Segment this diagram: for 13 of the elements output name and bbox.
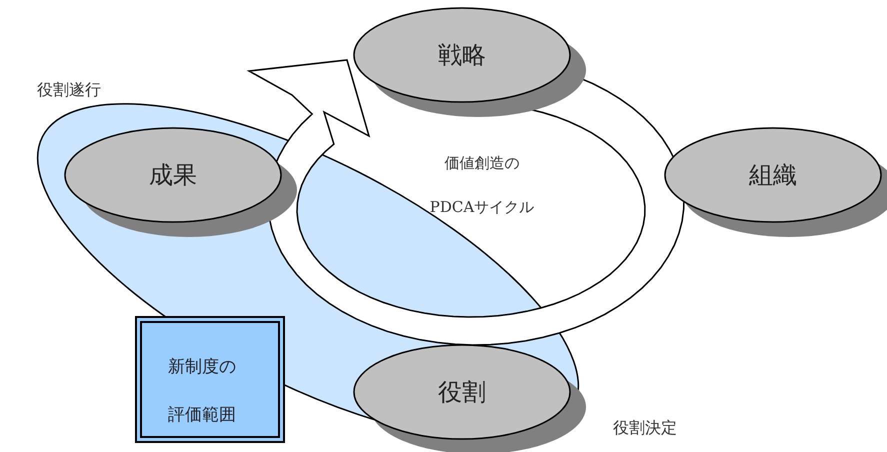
node-label: 役割: [437, 377, 487, 408]
node-label: 価値創造のPDCAサイクル: [428, 153, 536, 218]
node-label: 成果: [148, 160, 198, 191]
label-box: [135, 316, 285, 443]
region-label: 役割決定: [613, 418, 677, 439]
oval-node: [64, 127, 298, 238]
node-label: 新制度の評価範囲: [168, 356, 237, 427]
region-label: 役割遂行: [37, 80, 101, 101]
node-label: 戦略: [437, 40, 487, 71]
node-label: 組織: [748, 160, 798, 191]
oval-node: [664, 127, 887, 238]
oval-node: [353, 7, 587, 118]
oval-node: [353, 344, 587, 452]
